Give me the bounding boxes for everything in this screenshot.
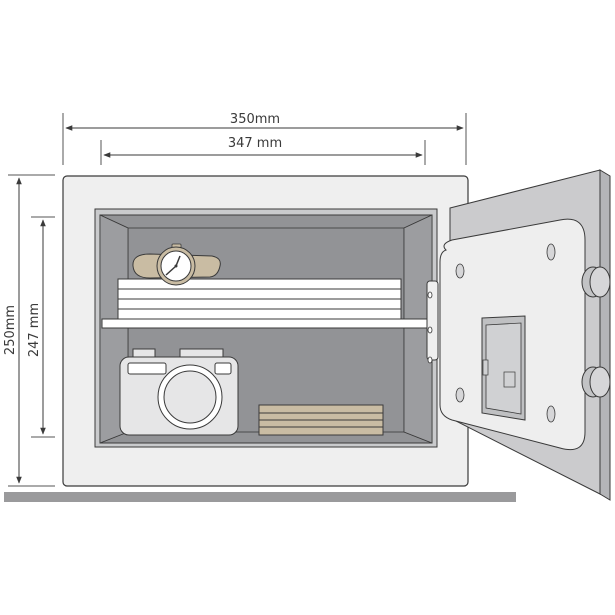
outer-height-label: 250mm xyxy=(3,305,18,355)
watch-icon xyxy=(132,243,221,286)
width-dimension-inner: 347 mm xyxy=(100,136,426,165)
papers-stack xyxy=(117,278,402,320)
envelopes-stack xyxy=(258,404,384,436)
safe-door xyxy=(426,169,611,501)
outer-width-label: 350mm xyxy=(230,112,280,127)
camera-icon xyxy=(119,348,239,436)
ground-surface xyxy=(4,492,516,502)
height-dimension-outer: 250mm xyxy=(3,174,55,487)
inner-height-label: 247 mm xyxy=(27,303,42,357)
width-dimension-outer: 350mm xyxy=(62,112,467,165)
height-dimension-inner: 247 mm xyxy=(27,216,55,438)
shelf xyxy=(101,318,431,329)
inner-width-label: 347 mm xyxy=(228,136,282,151)
